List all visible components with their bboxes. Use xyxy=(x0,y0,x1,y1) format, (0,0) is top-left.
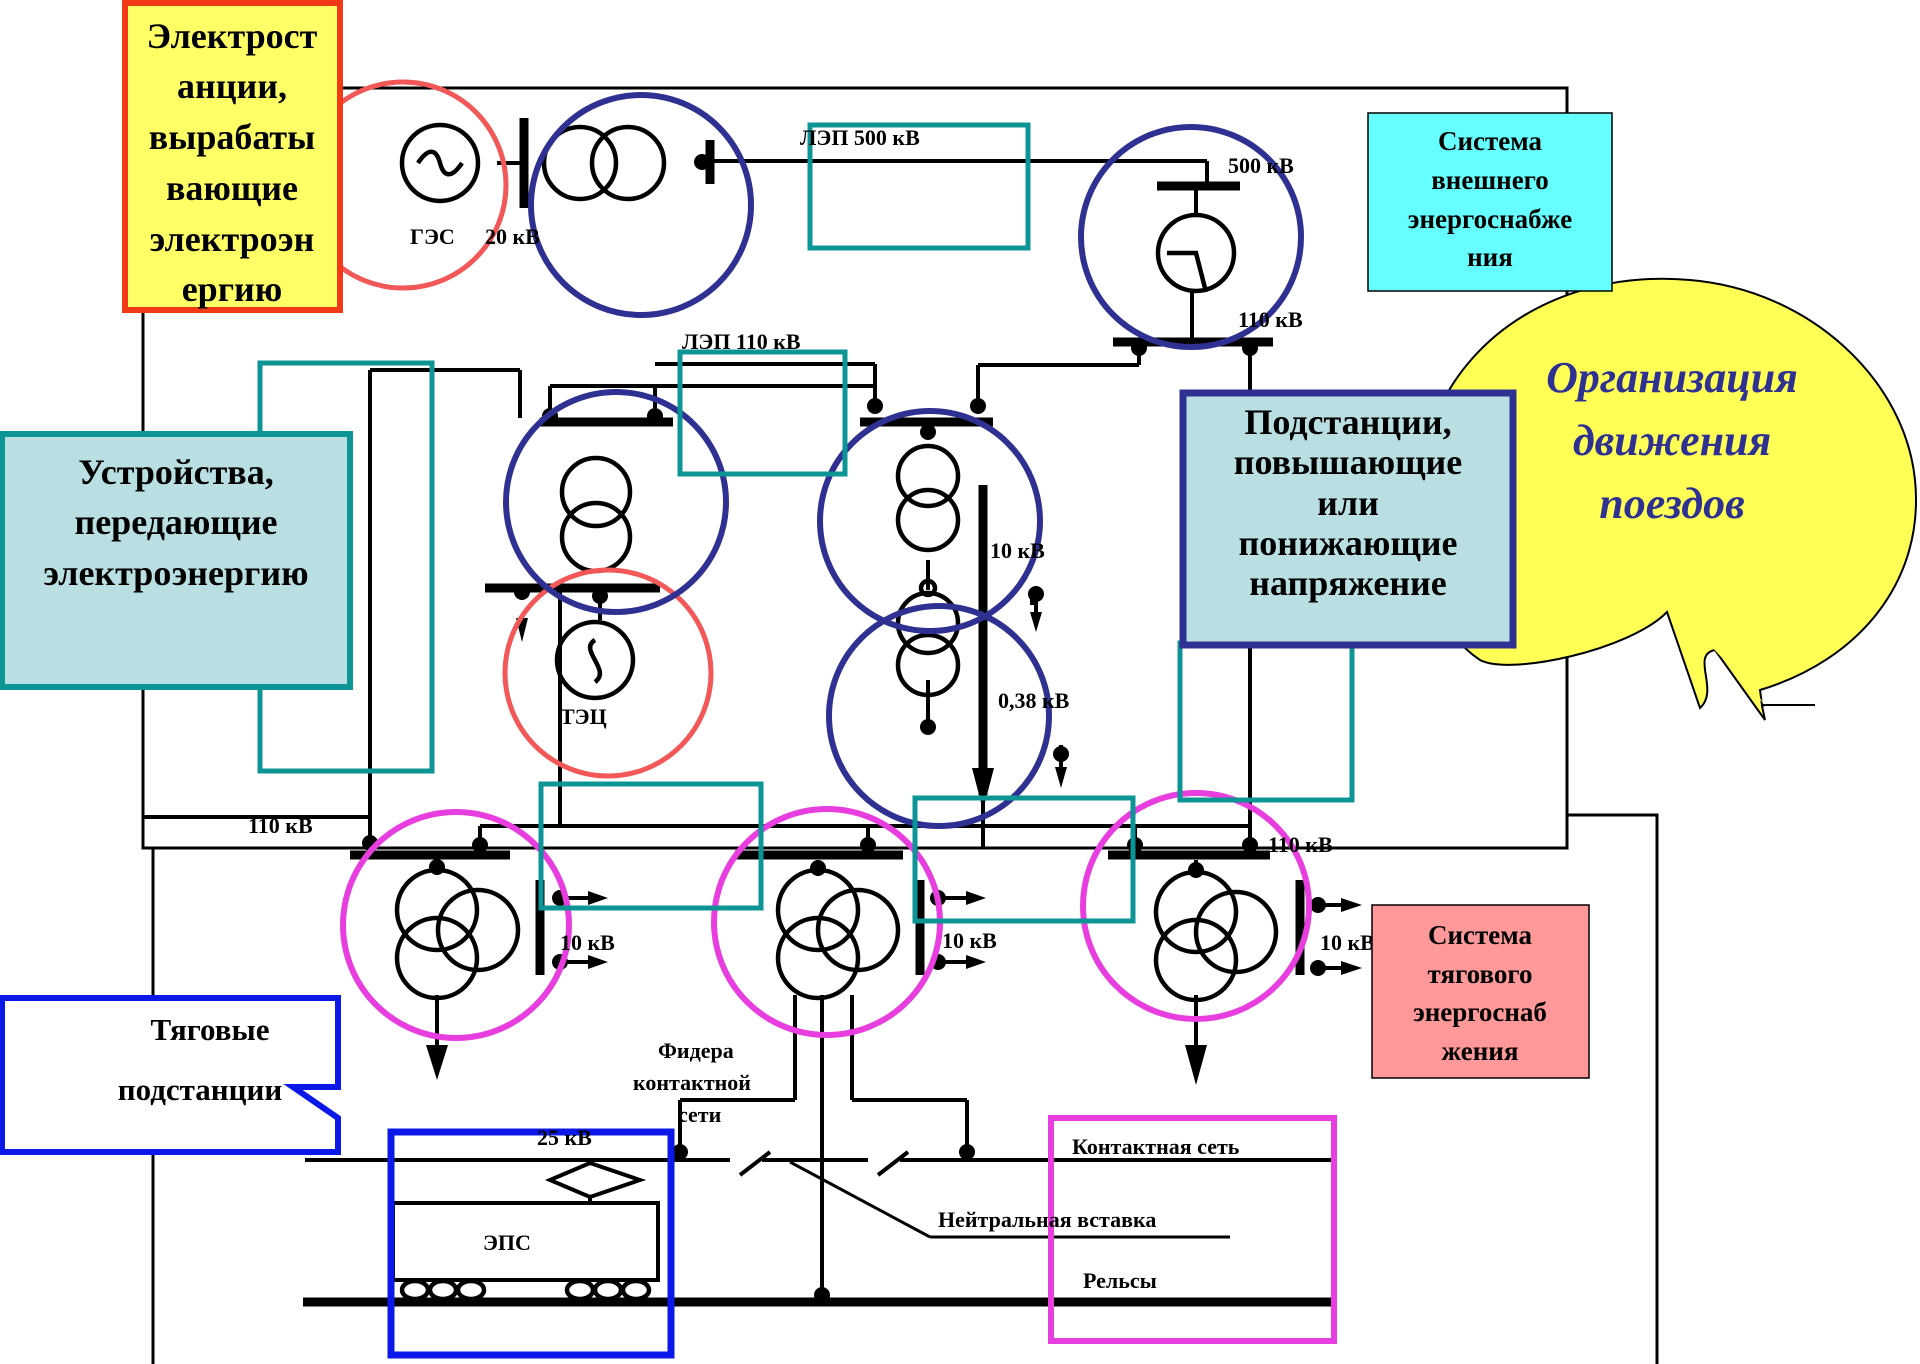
traction-substations-line-1: Тяговые xyxy=(150,1012,269,1047)
line-110-label: ЛЭП 110 кВ xyxy=(682,329,801,354)
power-plants-line-5: электроэн xyxy=(150,219,315,259)
external-supply-callout xyxy=(1367,112,1613,292)
power-plants-line-4: вающие xyxy=(166,168,298,208)
substations-callout xyxy=(1179,389,1517,649)
traction-substations-line-2: подстанции xyxy=(118,1072,283,1107)
traction-transformer-1 xyxy=(394,867,521,1001)
feeders-label-2: контактной xyxy=(633,1070,751,1095)
transmission-line-1: Устройства, xyxy=(78,452,274,492)
transmission-text: Устройства, передающие электроэнергию xyxy=(43,452,308,593)
substations-text: Подстанции, повышающие или понижающие на… xyxy=(1234,402,1462,603)
hydro-plant-label: ГЭС xyxy=(410,224,455,249)
substations-line-5: напряжение xyxy=(1249,563,1447,603)
line-500-label: ЛЭП 500 кВ xyxy=(800,125,920,150)
dist-038-label: 0,38 кВ xyxy=(998,688,1070,713)
traction-supply-line-2: тягового xyxy=(1428,959,1533,989)
external-supply-line-2: внешнего xyxy=(1431,165,1549,195)
traction-system-frame-right xyxy=(1567,813,1659,1364)
substations-line-3: или xyxy=(1317,483,1379,523)
generation-circles xyxy=(297,79,714,779)
ts2-10-label: 10 кВ xyxy=(942,928,997,953)
catenary-highlight-box xyxy=(1048,1115,1337,1344)
neutral-insert-label: Нейтральная вставка xyxy=(938,1207,1156,1232)
feeders-label-3: сети xyxy=(678,1102,722,1127)
power-plants-callout xyxy=(122,0,343,313)
traction-transformer-3 xyxy=(1153,869,1279,1003)
substations-line-2: повышающие xyxy=(1234,442,1462,482)
traction-substations-text: Тяговые подстанции xyxy=(118,1012,283,1107)
power-plants-line-2: анции, xyxy=(177,66,287,106)
power-plants-line-1: Электрост xyxy=(147,16,318,56)
substation-transformer-right xyxy=(895,443,961,698)
eps-label: ЭПС xyxy=(483,1230,531,1255)
diagram-labels: ГЭС 20 кВ ЛЭП 500 кВ 500 кВ 110 кВ ЛЭП 1… xyxy=(248,125,1375,1293)
voltage-25-label: 25 кВ xyxy=(537,1125,592,1150)
train-operation-line-1: Организация xyxy=(1546,353,1798,402)
train-operation-line-2: движения xyxy=(1573,416,1771,465)
traction-supply-text: Система тягового энергоснаб жения xyxy=(1413,920,1547,1066)
train-operation-text: Организация движения поездов xyxy=(1546,353,1798,528)
arrows xyxy=(426,594,1362,1085)
substation-transformer-left xyxy=(559,455,633,574)
rails-label: Рельсы xyxy=(1083,1268,1157,1293)
substations-line-4: понижающие xyxy=(1239,523,1458,563)
eps-highlight-box xyxy=(387,1128,675,1359)
bus-110-right-label: 110 кВ xyxy=(1238,307,1303,332)
bus-110-bottom-label: 110 кВ xyxy=(1268,832,1333,857)
transmission-line-2: передающие xyxy=(74,502,277,542)
substations-line-1: Подстанции, xyxy=(1244,402,1451,442)
catenary-label: Контактная сеть xyxy=(1072,1134,1240,1159)
gen-voltage-label: 20 кВ xyxy=(485,224,540,249)
bus-110-left-label: 110 кВ xyxy=(248,813,313,838)
chp-plant-label: ТЭЦ xyxy=(560,704,607,729)
traction-supply-callout xyxy=(1371,904,1590,1079)
external-supply-line-4: ния xyxy=(1467,242,1513,272)
external-supply-text: Система внешнего энергоснабже ния xyxy=(1408,126,1572,272)
power-plants-line-6: ергию xyxy=(182,269,283,309)
ts3-10-label: 10 кВ xyxy=(1320,930,1375,955)
transformation-circles xyxy=(503,92,1304,829)
traction-supply-line-1: Система xyxy=(1428,920,1532,950)
ts1-10-label: 10 кВ xyxy=(560,930,615,955)
traction-transformer-2 xyxy=(775,867,901,1001)
power-plants-text: Электрост анции, вырабаты вающие электро… xyxy=(147,16,318,309)
dist-10-label: 10 кВ xyxy=(990,538,1045,563)
power-plants-line-3: вырабаты xyxy=(149,117,315,157)
external-supply-line-1: Система xyxy=(1438,126,1542,156)
chp-generator xyxy=(554,619,636,701)
traction-circles xyxy=(340,790,1312,1041)
traction-substations-callout xyxy=(0,995,341,1155)
hpp-generator xyxy=(399,122,481,204)
traction-supply-line-4: жения xyxy=(1442,1036,1519,1066)
transmission-line-3: электроэнергию xyxy=(43,553,308,593)
feeders-label-1: Фидера xyxy=(658,1038,734,1063)
transmission-callout xyxy=(0,431,353,690)
autotransformer-500 xyxy=(1155,190,1237,294)
external-supply-line-3: энергоснабже xyxy=(1408,204,1572,234)
bus-500-label: 500 кВ xyxy=(1228,153,1294,178)
step-up-transformer xyxy=(541,124,667,202)
traction-supply-line-3: энергоснаб xyxy=(1413,997,1547,1027)
train-operation-line-3: поездов xyxy=(1599,479,1745,528)
train-operation-bubble-tail xyxy=(1680,612,1765,705)
